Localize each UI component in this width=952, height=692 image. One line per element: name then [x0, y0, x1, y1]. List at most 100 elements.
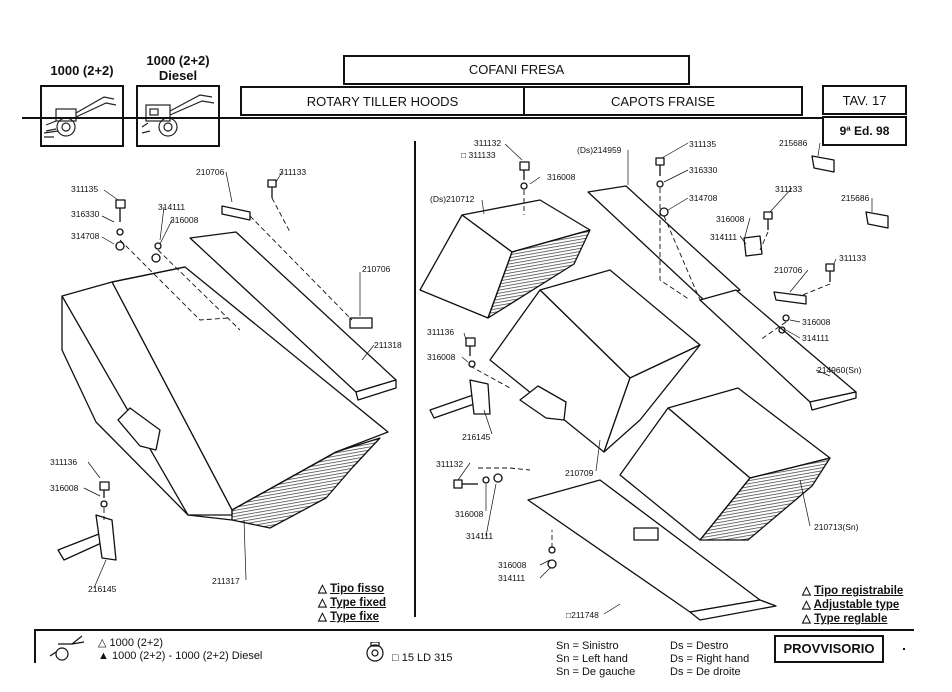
open-triangle-icon: △	[802, 613, 811, 625]
hardware-right	[453, 155, 889, 569]
part-211317-left: 211317	[212, 576, 240, 586]
footer-sn-it: Sn = Sinistro	[556, 640, 619, 652]
square-icon: □	[566, 610, 572, 620]
footer-engine-label: 15 LD 315	[401, 652, 453, 664]
part-210706-left-b: 210706	[362, 264, 391, 274]
hood-210712	[419, 199, 591, 319]
part-215686-right-a: 215686	[779, 138, 808, 148]
footer-sn-en: Sn = Left hand	[556, 653, 628, 665]
open-triangle-icon: △	[802, 599, 811, 611]
part-316008-left: 316008	[170, 215, 199, 225]
header-rule	[22, 117, 822, 119]
footer-sn-fr: Sn = De gauche	[556, 666, 636, 678]
filled-triangle-icon: ▲	[98, 650, 109, 662]
rail-214960	[699, 289, 857, 411]
part-210706-right: 210706	[774, 265, 803, 275]
legend-fixed-line-en: △ Type fixed	[318, 596, 386, 610]
part-311133-right: 311133	[775, 184, 803, 194]
table-number-box: TAV. 17	[822, 85, 907, 115]
title-italian: COFANI FRESA	[343, 55, 690, 85]
model-label-1000-diesel: 1000 (2+2) Diesel	[136, 53, 220, 83]
plate-211748	[527, 479, 777, 621]
legend-adjustable-line-en: △ Adjustable type	[802, 598, 903, 612]
title-french: CAPOTS FRAISE	[523, 86, 803, 116]
part-314111-right: 314111	[710, 232, 738, 242]
part-311135-left: 311135	[71, 184, 99, 194]
footer-ds-en: Ds = Right hand	[670, 653, 750, 665]
footer-engine: □ 15 LD 315	[392, 652, 452, 665]
model-label-diesel-line1: 1000 (2+2)	[146, 53, 210, 68]
part-210706-left-a: 210706	[196, 167, 225, 177]
tractor-thumbnail-diesel	[136, 85, 220, 147]
footer-rule	[34, 629, 914, 631]
fixed-hood-211317	[61, 266, 389, 529]
hood-210709	[489, 269, 701, 453]
open-triangle-icon: △	[98, 637, 107, 649]
status-badge: PROVVISORIO	[774, 635, 884, 663]
part-316330-right: 316330	[689, 165, 718, 175]
part-311136-left: 311136	[50, 457, 78, 467]
tiller-icon	[49, 635, 85, 661]
footer-model-a: △ 1000 (2+2)	[98, 637, 262, 650]
part-311133-right-boxed: □ 311133	[461, 150, 496, 160]
legend-fixed-en: Type fixed	[330, 597, 387, 609]
footer-ds-fr: Ds = De droite	[670, 666, 741, 678]
legend-fixed-line-it: △ Tipo fisso	[318, 582, 386, 596]
part-316008-right: 316008	[547, 172, 576, 182]
part-314111-left: 314111	[158, 202, 186, 212]
footer-dot	[903, 648, 905, 650]
part-316008-right-d: 316008	[427, 352, 456, 362]
part-316330-left: 316330	[71, 209, 100, 219]
part-316008-right-f: 316008	[498, 560, 527, 570]
part-314111-right-c: 314111	[466, 531, 494, 541]
part-316008-right-c: 316008	[802, 317, 831, 327]
hood-210713	[619, 387, 831, 541]
engine-icon	[366, 642, 384, 662]
part-311133-boxed-label: 311133	[468, 150, 496, 160]
part-216145-left: 216145	[88, 584, 117, 594]
footer-side-destro: Ds = Destro Ds = Right hand Ds = De droi…	[670, 640, 749, 679]
part-316008-left-b: 316008	[50, 483, 79, 493]
legend-adjustable-fr: Type reglable	[814, 613, 888, 625]
legend-fixed-type: △ Tipo fisso △ Type fixed △ Type fixe	[318, 582, 386, 624]
footer-model-list: △ 1000 (2+2) ▲ 1000 (2+2) - 1000 (2+2) D…	[98, 637, 262, 663]
part-311133-right-b: 311133	[839, 253, 867, 263]
legend-fixed-line-fr: △ Type fixe	[318, 610, 386, 624]
open-triangle-icon: △	[318, 597, 327, 609]
part-215686-right-b: 215686	[841, 193, 870, 203]
legend-adjustable-type: △ Tipo registrabile △ Adjustable type △ …	[802, 584, 903, 626]
square-icon: □	[392, 652, 399, 664]
part-311132-right: 311132	[474, 138, 502, 148]
part-311132-right-b: 311132	[436, 459, 464, 469]
footer-model-b-label: 1000 (2+2) - 1000 (2+2) Diesel	[111, 650, 263, 662]
square-icon: □	[461, 150, 467, 160]
center-divider	[414, 141, 416, 617]
footer-ds-it: Ds = Destro	[670, 640, 729, 652]
part-311136-right: 311136	[427, 327, 455, 337]
legend-adjustable-line-it: △ Tipo registrabile	[802, 584, 903, 598]
footer-side-sinistro: Sn = Sinistro Sn = Left hand Sn = De gau…	[556, 640, 635, 679]
part-314708-left: 314708	[71, 231, 100, 241]
part-210713-right: 210713(Sn)	[814, 522, 859, 532]
part-314111-right-b: 314111	[802, 333, 830, 343]
part-210712-right: (Ds)210712	[430, 194, 475, 204]
edition-box: 9ª Ed. 98	[822, 116, 907, 146]
hardware-left	[99, 179, 373, 508]
rear-bar-211318	[189, 231, 397, 401]
model-label-1000: 1000 (2+2)	[50, 63, 114, 78]
open-triangle-icon: △	[318, 611, 327, 623]
part-316008-right-e: 316008	[455, 509, 484, 519]
part-214960-right: 214960(Sn)	[817, 365, 862, 375]
footer-model-a-label: 1000 (2+2)	[109, 637, 164, 649]
part-314111-right-d: 314111	[498, 573, 526, 583]
bracket-216145-left	[57, 514, 117, 561]
legend-adjustable-line-fr: △ Type reglable	[802, 612, 903, 626]
legend-fixed-it: Tipo fisso	[330, 583, 385, 595]
open-triangle-icon: △	[318, 583, 327, 595]
legend-fixed-fr: Type fixe	[330, 611, 380, 623]
part-216145-right: 216145	[462, 432, 491, 442]
footer-model-b: ▲ 1000 (2+2) - 1000 (2+2) Diesel	[98, 650, 262, 663]
tractor-thumbnail-petrol	[40, 85, 124, 147]
part-311133-left: 311133	[279, 167, 307, 177]
